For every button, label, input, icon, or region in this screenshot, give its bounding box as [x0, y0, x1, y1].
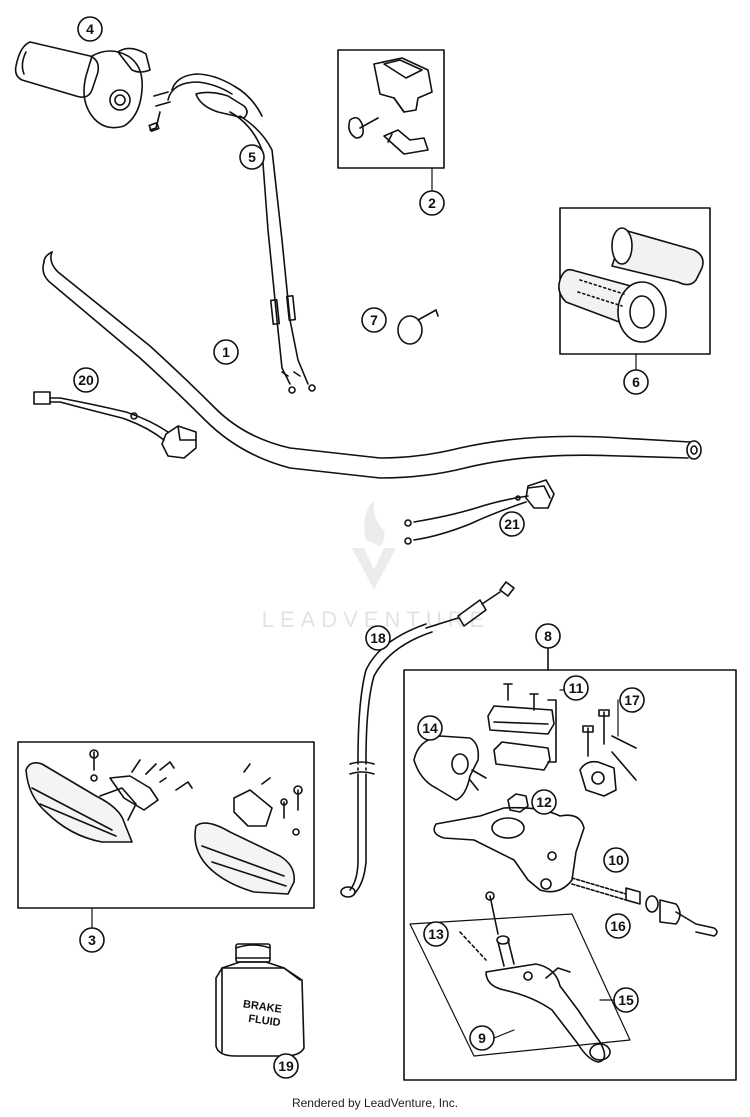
callout-label: 15 — [618, 992, 634, 1008]
callout-label: 20 — [78, 372, 94, 388]
callout-9: 9 — [469, 1025, 495, 1051]
callout-label: 19 — [278, 1058, 294, 1074]
callout-label: 12 — [536, 794, 552, 810]
callout-label: 7 — [370, 312, 378, 328]
callout-14: 14 — [417, 715, 443, 741]
switch-kit-part — [337, 49, 445, 169]
callout-label: 17 — [624, 692, 640, 708]
callout-3: 3 — [79, 927, 105, 953]
watermark-logo-icon — [352, 548, 396, 590]
right-switch-part — [404, 479, 555, 545]
left-switch-part — [33, 391, 197, 459]
callout-label: 5 — [248, 149, 256, 165]
callout-label: 18 — [370, 630, 386, 646]
handlebar-part — [42, 251, 702, 479]
callout-label: 14 — [422, 720, 438, 736]
callout-17: 17 — [619, 687, 645, 713]
callout-18: 18 — [365, 625, 391, 651]
cable-tie-part — [397, 309, 439, 345]
callout-label: 1 — [222, 344, 230, 360]
callout-8: 8 — [535, 623, 561, 649]
callout-21: 21 — [499, 511, 525, 537]
callout-10: 10 — [603, 847, 629, 873]
callout-20: 20 — [73, 367, 99, 393]
brake-fluid-bottle-part: BRAKE FLUID — [215, 943, 305, 1057]
callout-label: 8 — [544, 628, 552, 644]
callout-label: 16 — [610, 918, 626, 934]
bottle-label-line1: BRAKE — [242, 998, 282, 1015]
callout-label: 11 — [569, 680, 584, 696]
callout-label: 21 — [504, 516, 520, 532]
callout-label: 4 — [86, 21, 94, 37]
callout-11: 11 — [563, 675, 589, 701]
master-cylinder-kit-part — [403, 645, 737, 1081]
callout-12: 12 — [531, 789, 557, 815]
callout-label: 2 — [428, 195, 436, 211]
callout-4: 4 — [77, 16, 103, 42]
callout-6: 6 — [623, 369, 649, 395]
grip-set-part — [558, 207, 711, 355]
footer-credit: Rendered by LeadVenture, Inc. — [291, 1096, 459, 1110]
handguard-kit-part — [17, 741, 315, 909]
callout-15: 15 — [613, 987, 639, 1013]
callout-label: 3 — [88, 932, 96, 948]
callout-label: 10 — [608, 852, 624, 868]
throttle-grip-part — [14, 41, 171, 132]
callout-5: 5 — [239, 144, 265, 170]
callout-13: 13 — [423, 921, 449, 947]
callout-16: 16 — [605, 913, 631, 939]
bottle-label-line2: FLUID — [248, 1013, 282, 1029]
callout-2: 2 — [419, 190, 445, 216]
callout-1: 1 — [213, 339, 239, 365]
callout-label: 13 — [428, 926, 444, 942]
callout-7: 7 — [361, 307, 387, 333]
watermark: LEADVENTURE — [262, 500, 484, 632]
callout-label: 6 — [632, 374, 640, 390]
callout-label: 9 — [478, 1030, 486, 1046]
throttle-cables-part — [167, 73, 316, 394]
callout-19: 19 — [273, 1053, 299, 1079]
